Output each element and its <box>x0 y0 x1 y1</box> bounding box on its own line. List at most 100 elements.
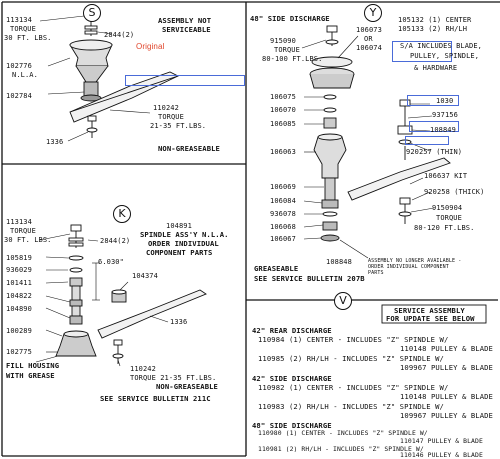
sa-note-1: S/A INCLUDES BLADE, <box>400 42 482 50</box>
part-105132: 105132 (1) CENTER <box>398 16 472 24</box>
part-113134: 113134 <box>6 16 32 24</box>
part-k-113134-note1: TORQUE <box>10 227 36 235</box>
v-group2-line3: 110983 (2) RH/LH - INCLUDES "Z" SPINDLE … <box>258 402 444 411</box>
part-k-113134-note2: 30 FT. LBS. <box>4 236 52 244</box>
part-106068: 106068 <box>270 223 296 231</box>
original-annotation: Original <box>136 42 165 51</box>
highlight-box-s-blade <box>125 75 245 86</box>
highlight-box-y-1030 <box>407 95 459 106</box>
part-k-2844: 2844(2) <box>100 237 131 245</box>
part-113134-note2: 30 FT. LBS. <box>4 34 52 42</box>
v-group3-heading: 48" SIDE DISCHARGE <box>252 421 332 430</box>
part-110242-note1: TORQUE <box>158 113 184 121</box>
spindle-note-1: SPINDLE ASS'Y N.L.A. <box>140 230 229 239</box>
section-s-header-1: ASSEMBLY NOT <box>158 16 212 25</box>
part-106073-or: OR <box>364 35 373 43</box>
service-box-line1: SERVICE ASSEMBLY <box>394 306 465 315</box>
part-106067: 106067 <box>270 235 296 243</box>
part-106074: 106074 <box>356 44 382 52</box>
v-group1-line3: 110985 (2) RH/LH - INCLUDES "Z" SPINDLE … <box>258 354 444 363</box>
part-106075: 106075 <box>270 93 296 101</box>
part-1030: 1030 <box>436 97 454 105</box>
fill-note-1: FILL HOUSING <box>6 361 60 370</box>
part-936078: 936078 <box>270 210 296 218</box>
part-915090-note1: TORQUE <box>274 46 300 54</box>
part-936029: 936029 <box>6 266 32 274</box>
part-937156: 937156 <box>432 111 458 119</box>
part-108849: 108849 <box>430 126 456 134</box>
part-106069: 106069 <box>270 183 296 191</box>
part-102776: 102776 <box>6 62 32 70</box>
part-100289: 100289 <box>6 327 32 335</box>
part-k-110242-note: TORQUE 21-35 FT.LBS. <box>130 374 217 382</box>
part-105819: 105819 <box>6 254 32 262</box>
highlight-box-y-937156 <box>409 121 459 132</box>
part-9150904: 9150904 <box>432 204 463 212</box>
part-2844: 2844(2) <box>104 31 135 39</box>
section-y-header: 48" SIDE DISCHARGE <box>250 14 330 23</box>
highlight-box-y-108849 <box>405 136 449 145</box>
v-group1-heading: 42" REAR DISCHARGE <box>252 326 332 335</box>
part-110242-note2: 21-35 FT.LBS. <box>150 122 207 130</box>
section-k-nongrease: NON-GREASEABLE <box>156 382 218 391</box>
part-113134-note1: TORQUE <box>10 25 36 33</box>
part-102776-note: N.L.A. <box>12 71 38 79</box>
part-102784: 102784 <box>6 92 32 100</box>
v-group2-line2: 110148 PULLEY & BLADE <box>400 392 493 401</box>
v-group1-line1: 110984 (1) CENTER - INCLUDES "Z" SPINDLE… <box>258 335 449 344</box>
v-group3-line2: 110147 PULLEY & BLADE <box>400 437 483 445</box>
nla-note-2: ORDER INDIVIDUAL COMPONENT <box>368 264 449 270</box>
part-1336: 1336 <box>46 138 64 146</box>
v-group2-heading: 42" SIDE DISCHARGE <box>252 374 332 383</box>
v-group2-line1: 110982 (1) CENTER - INCLUDES "Z" SPINDLE… <box>258 383 449 392</box>
part-101411: 101411 <box>6 279 32 287</box>
part-104890: 104890 <box>6 305 32 313</box>
section-y-footer-1: GREASEABLE <box>254 264 299 273</box>
nla-note-1: ASSEMBLY NO LONGER AVAILABLE - <box>368 258 462 264</box>
part-9150904-note2: 80-120 FT.LBS. <box>414 224 475 232</box>
part-106070: 106070 <box>270 106 296 114</box>
part-106085: 106085 <box>270 120 296 128</box>
part-920258: 920258 (THICK) <box>424 188 485 196</box>
part-915090-note2: 80-100 FT.LBS. <box>262 55 323 63</box>
v-group2-line4: 109967 PULLEY & BLADE <box>400 411 493 420</box>
part-106084: 106084 <box>270 197 296 205</box>
sa-note-2: PULLEY, SPINDLE, <box>410 52 480 60</box>
nla-note-3: PARTS <box>368 270 384 276</box>
part-104822: 104822 <box>6 292 32 300</box>
section-letter-s: S <box>83 4 101 22</box>
section-letter-v: V <box>334 292 352 310</box>
v-group3-line3: 110981 (2) RH/LH - INCLUDES "Z" SPINDLE … <box>258 445 424 453</box>
v-group1-line2: 110148 PULLEY & BLADE <box>400 344 493 353</box>
highlight-box-y-sa <box>392 41 452 62</box>
spindle-k-drawing <box>55 224 207 364</box>
part-106073: 106073 <box>356 26 382 34</box>
part-9150904-note1: TORQUE <box>436 214 462 222</box>
part-k-113134: 113134 <box>6 218 32 226</box>
v-group1-line4: 109967 PULLEY & BLADE <box>400 363 493 372</box>
part-110242: 110242 <box>153 104 179 112</box>
section-letter-k: K <box>113 205 131 223</box>
spindle-note-3: COMPONENT PARTS <box>146 248 213 257</box>
fill-note-2: WITH GREASE <box>6 371 55 380</box>
part-106063: 106063 <box>270 148 296 156</box>
part-920257: 920257 (THIN) <box>406 148 463 156</box>
part-104374: 104374 <box>132 272 158 280</box>
section-letter-y: Y <box>364 4 382 22</box>
section-s-footer: NON-GREASEABLE <box>158 144 220 153</box>
part-108848: 108848 <box>326 258 352 266</box>
part-k-1336: 1336 <box>170 318 188 326</box>
section-s-header-2: SERVICEABLE <box>162 25 211 34</box>
part-102775: 102775 <box>6 348 32 356</box>
spindle-s-drawing <box>69 11 180 138</box>
v-group3-line4: 110146 PULLEY & BLADE <box>400 451 483 459</box>
v-group3-line1: 110980 (1) CENTER - INCLUDES "Z" SPINDLE… <box>258 429 428 437</box>
service-box-line2: FOR UPDATE SEE BELOW <box>386 314 475 323</box>
part-105133: 105133 (2) RH/LH <box>398 25 468 33</box>
sa-note-3: & HARDWARE <box>414 64 458 72</box>
spindle-note-2: ORDER INDIVIDUAL <box>148 239 219 248</box>
section-k-footer: SEE SERVICE BULLETIN 211C <box>100 394 211 403</box>
section-y-footer-2: SEE SERVICE BULLETIN 207B <box>254 274 365 283</box>
